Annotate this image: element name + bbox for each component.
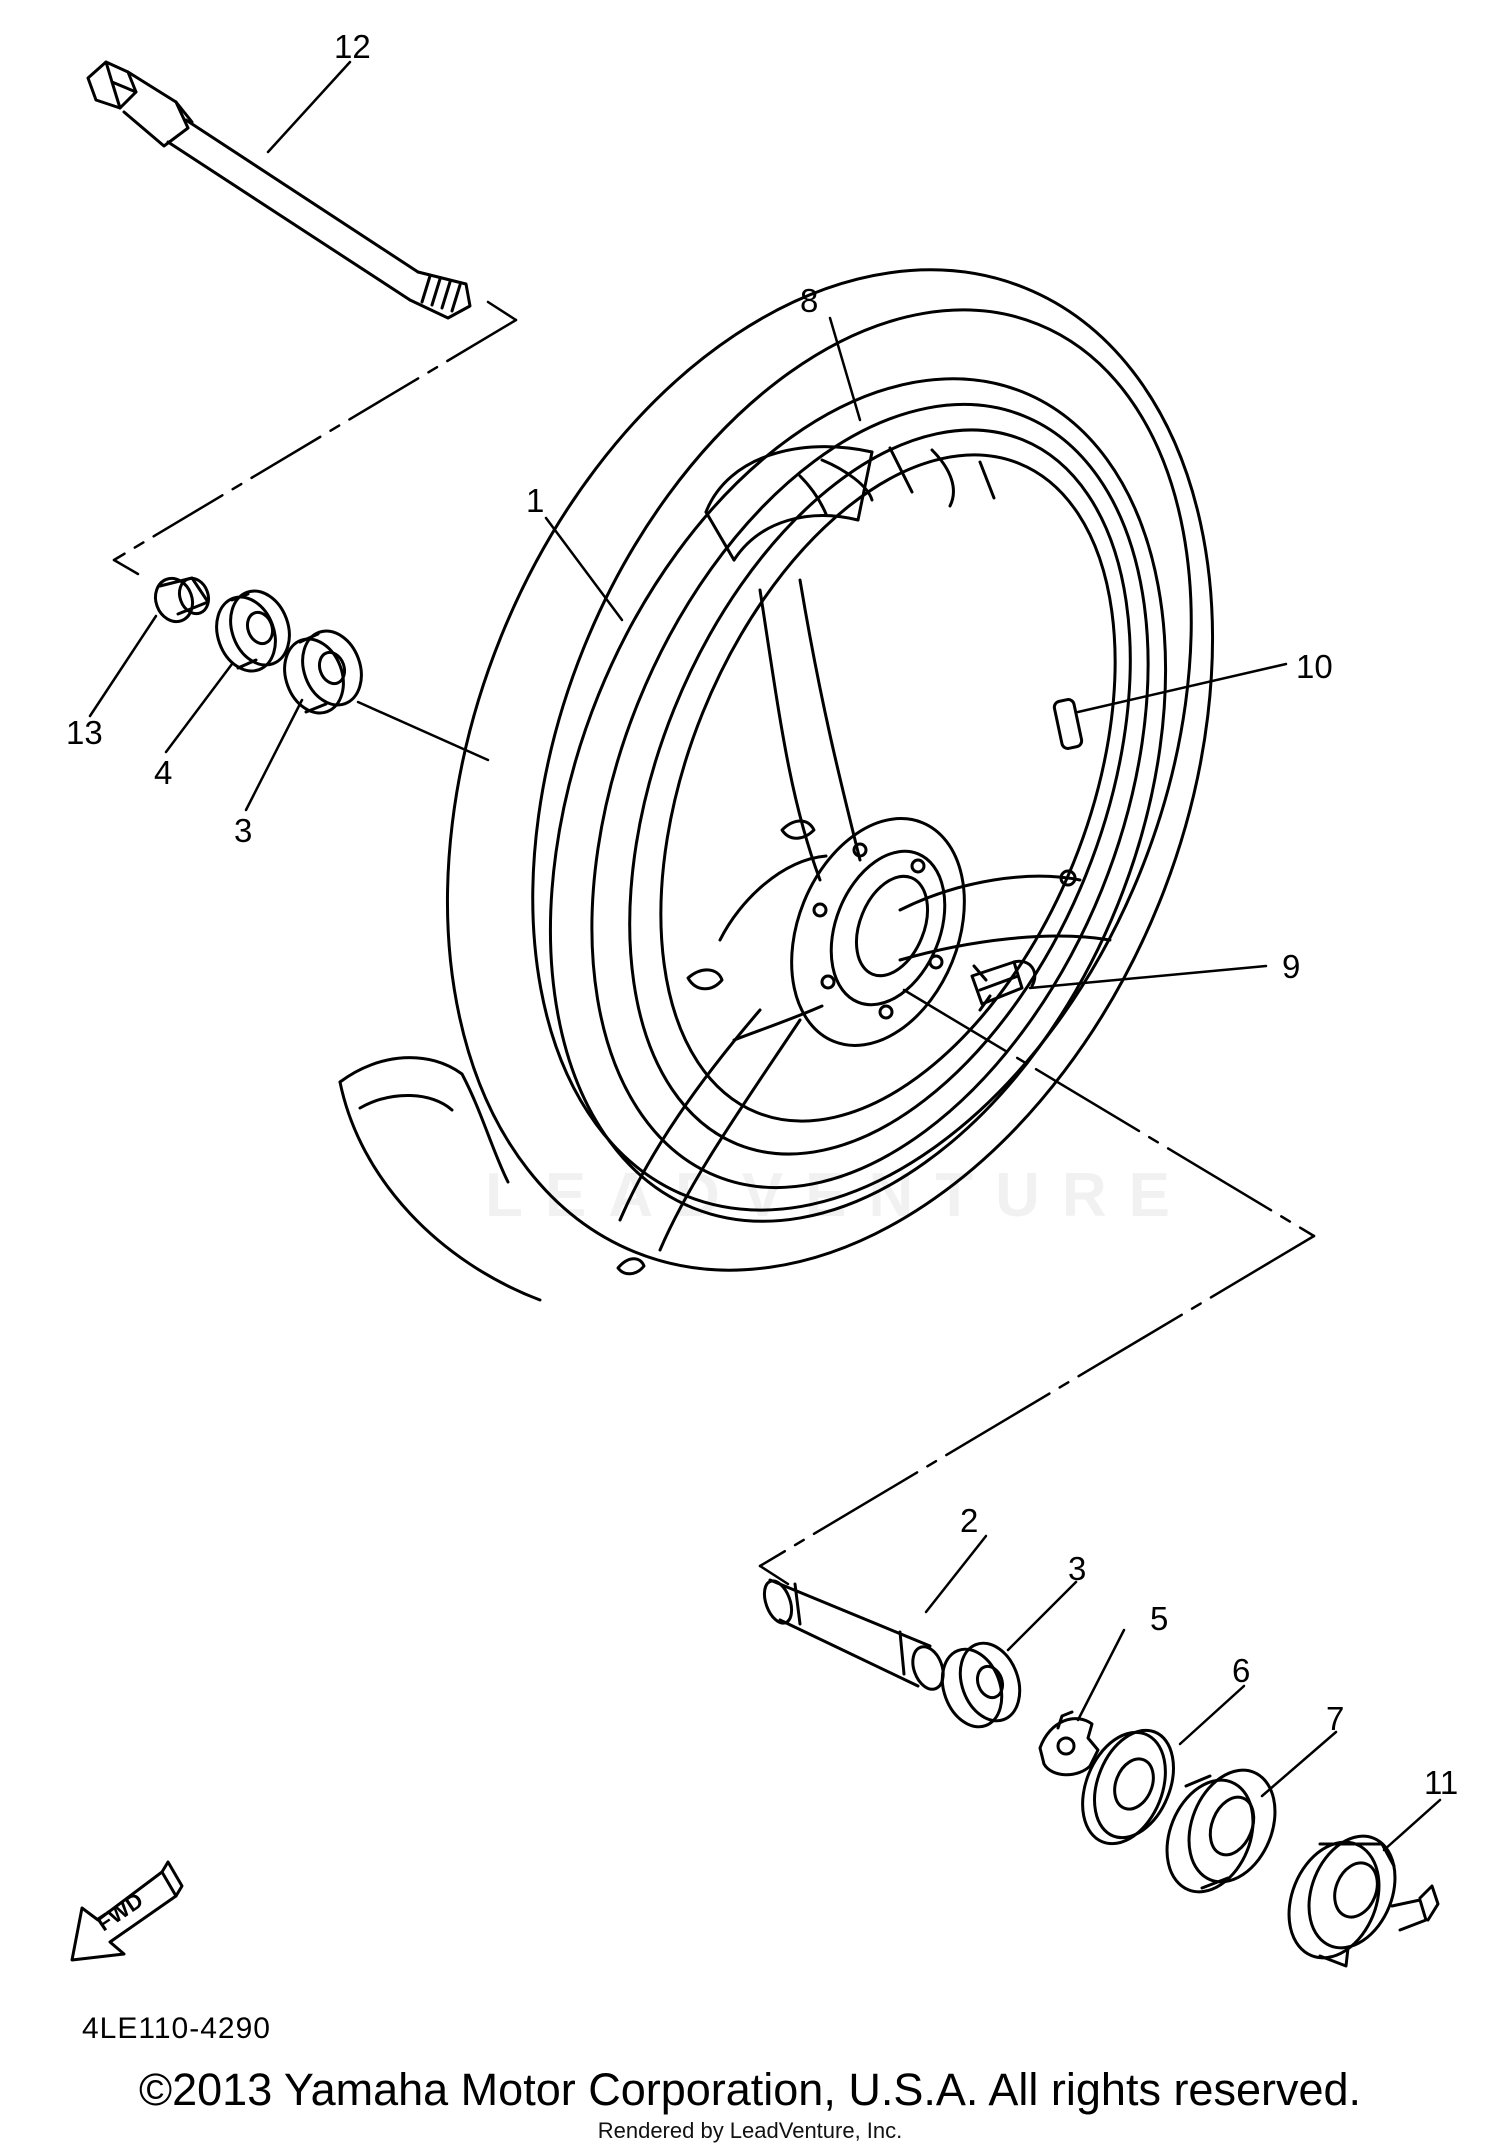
fwd-arrow-icon [70, 1860, 184, 1962]
collar-part [153, 576, 211, 624]
part-code: 4LE110-4290 [82, 2012, 271, 2045]
callout-7: 7 [1326, 1700, 1344, 1737]
bearing-7-part [1165, 1768, 1277, 1894]
callout-10: 10 [1296, 648, 1333, 685]
retainer-part [1038, 1710, 1100, 1777]
watermark: LEADVENTURE [485, 1161, 1193, 1230]
callouts: 12 8 1 10 9 13 4 3 2 3 5 6 7 11 [66, 28, 1458, 1801]
speedometer-gear-part [1287, 1834, 1440, 1968]
callout-11: 11 [1424, 1764, 1458, 1801]
speedometer-cable-part [86, 60, 472, 320]
callout-3-left: 3 [234, 812, 252, 849]
callout-2: 2 [960, 1502, 978, 1539]
assembly-lines [112, 300, 1316, 1586]
valve-stem-part [970, 959, 1037, 1012]
oil-seal-part [1081, 1728, 1175, 1846]
callout-6: 6 [1232, 1652, 1250, 1689]
rendered-by-credit: Rendered by LeadVenture, Inc. [597, 2118, 903, 2143]
callout-8: 8 [800, 282, 818, 319]
callout-13: 13 [66, 714, 103, 751]
bearing-3-right-part [940, 1641, 1022, 1729]
leader-lines [88, 60, 1442, 1852]
callout-9: 9 [1282, 948, 1300, 985]
fwd-label: FWD [92, 1887, 148, 1936]
callout-4: 4 [154, 754, 172, 791]
callout-12: 12 [334, 28, 371, 65]
callout-5: 5 [1150, 1600, 1168, 1637]
balance-weight-part [1052, 698, 1084, 750]
wheel-part [548, 377, 1168, 1276]
callout-1: 1 [526, 482, 544, 519]
bearing-3-left-part [283, 629, 363, 715]
callout-3-right: 3 [1068, 1550, 1086, 1587]
bearing-4-part [215, 589, 291, 673]
spacer-part [762, 1578, 945, 1691]
copyright-notice: ©2013 Yamaha Motor Corporation, U.S.A. A… [138, 2064, 1362, 2115]
